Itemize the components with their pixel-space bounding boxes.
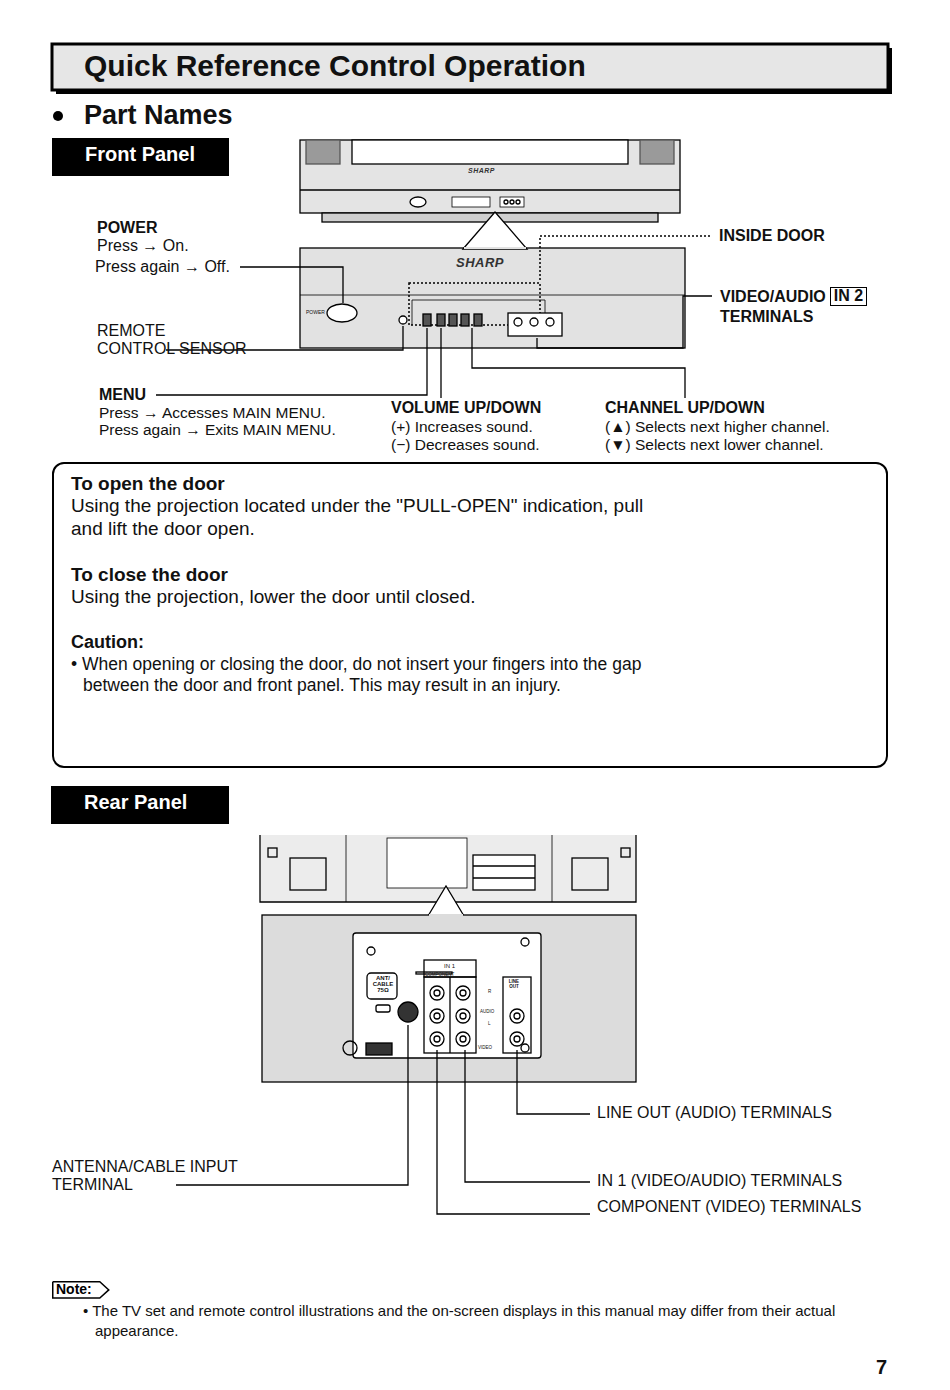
panel-marking: LINE OUT [506,980,522,989]
panel-marking: IN 1 [444,963,455,969]
description: (−) Decreases sound. [391,436,540,454]
part-name: VIDEO/AUDIO [720,288,826,306]
panel-marking: L [488,1022,491,1027]
part-name: MENU [99,386,146,404]
note-tag: Note: [52,1281,110,1299]
description: (▲) Selects next higher channel. [605,418,830,436]
brand-logo: SHARP [468,167,495,174]
front-panel-zoom [300,212,685,348]
tag-text: Front Panel [85,142,195,166]
part-name: CHANNEL UP/DOWN [605,399,765,417]
leader-line [156,236,712,398]
title-bar [52,44,888,90]
tv-front [300,140,680,222]
panel-marking: POWER [306,310,325,315]
part-name: ANTENNA/CABLE INPUT TERMINAL [52,1158,242,1195]
part-name: LINE OUT (AUDIO) TERMINALS [597,1104,832,1122]
note-text: • The TV set and remote control illustra… [83,1301,905,1340]
part-name: REMOTE CONTROL SENSOR [97,322,247,359]
description: Press again → Exits MAIN MENU. [99,421,336,439]
brand-logo: SHARP [456,256,504,271]
tag-text: Note: [56,1281,92,1298]
description: (▼) Selects next lower channel. [605,436,824,454]
description: (+) Increases sound. [391,418,533,436]
section-band: Front Panel [52,138,229,176]
tv-rear [260,835,636,916]
part-name: VOLUME UP/DOWN [391,399,541,417]
panel-marking: AUDIO [480,1010,494,1015]
part-name: TERMINALS [720,308,813,326]
part-name: COMPONENT (VIDEO) TERMINALS [597,1198,861,1216]
rear-panel-zoom [262,915,636,1082]
instruction-text: Using the projection located under the "… [71,495,671,541]
leader-line [176,1025,590,1214]
section-band: Rear Panel [51,786,229,824]
input-tag: IN 2 [830,287,867,306]
caution-box: To open the doorUsing the projection loc… [52,462,888,768]
panel-marking: R [488,990,491,995]
part-name: IN 1 (VIDEO/AUDIO) TERMINALS [597,1172,842,1190]
section-heading: Part Names [84,100,233,131]
tag-text: Rear Panel [84,790,187,814]
instruction-heading: To close the door [71,564,228,587]
page-title: Quick Reference Control Operation [84,49,586,84]
part-name: POWER [97,219,157,237]
instruction-heading: Caution: [71,632,144,654]
description: Press → On. [97,237,189,255]
instruction-text: • When opening or closing the door, do n… [71,654,673,696]
description: Press again → Off. [95,258,230,276]
instruction-heading: To open the door [71,473,225,496]
page-number: 7 [876,1356,887,1379]
bullet [53,111,63,121]
panel-marking: VIDEO [478,1046,492,1051]
part-name: INSIDE DOOR [719,227,825,245]
description: Press → Accesses MAIN MENU. [99,404,326,422]
panel-marking: ANT/ CABLE 75Ω [369,975,397,993]
note-tag-outline [53,1282,109,1298]
instruction-text: Using the projection, lower the door unt… [71,586,671,609]
panel-marking: COMPONENT [425,973,454,978]
